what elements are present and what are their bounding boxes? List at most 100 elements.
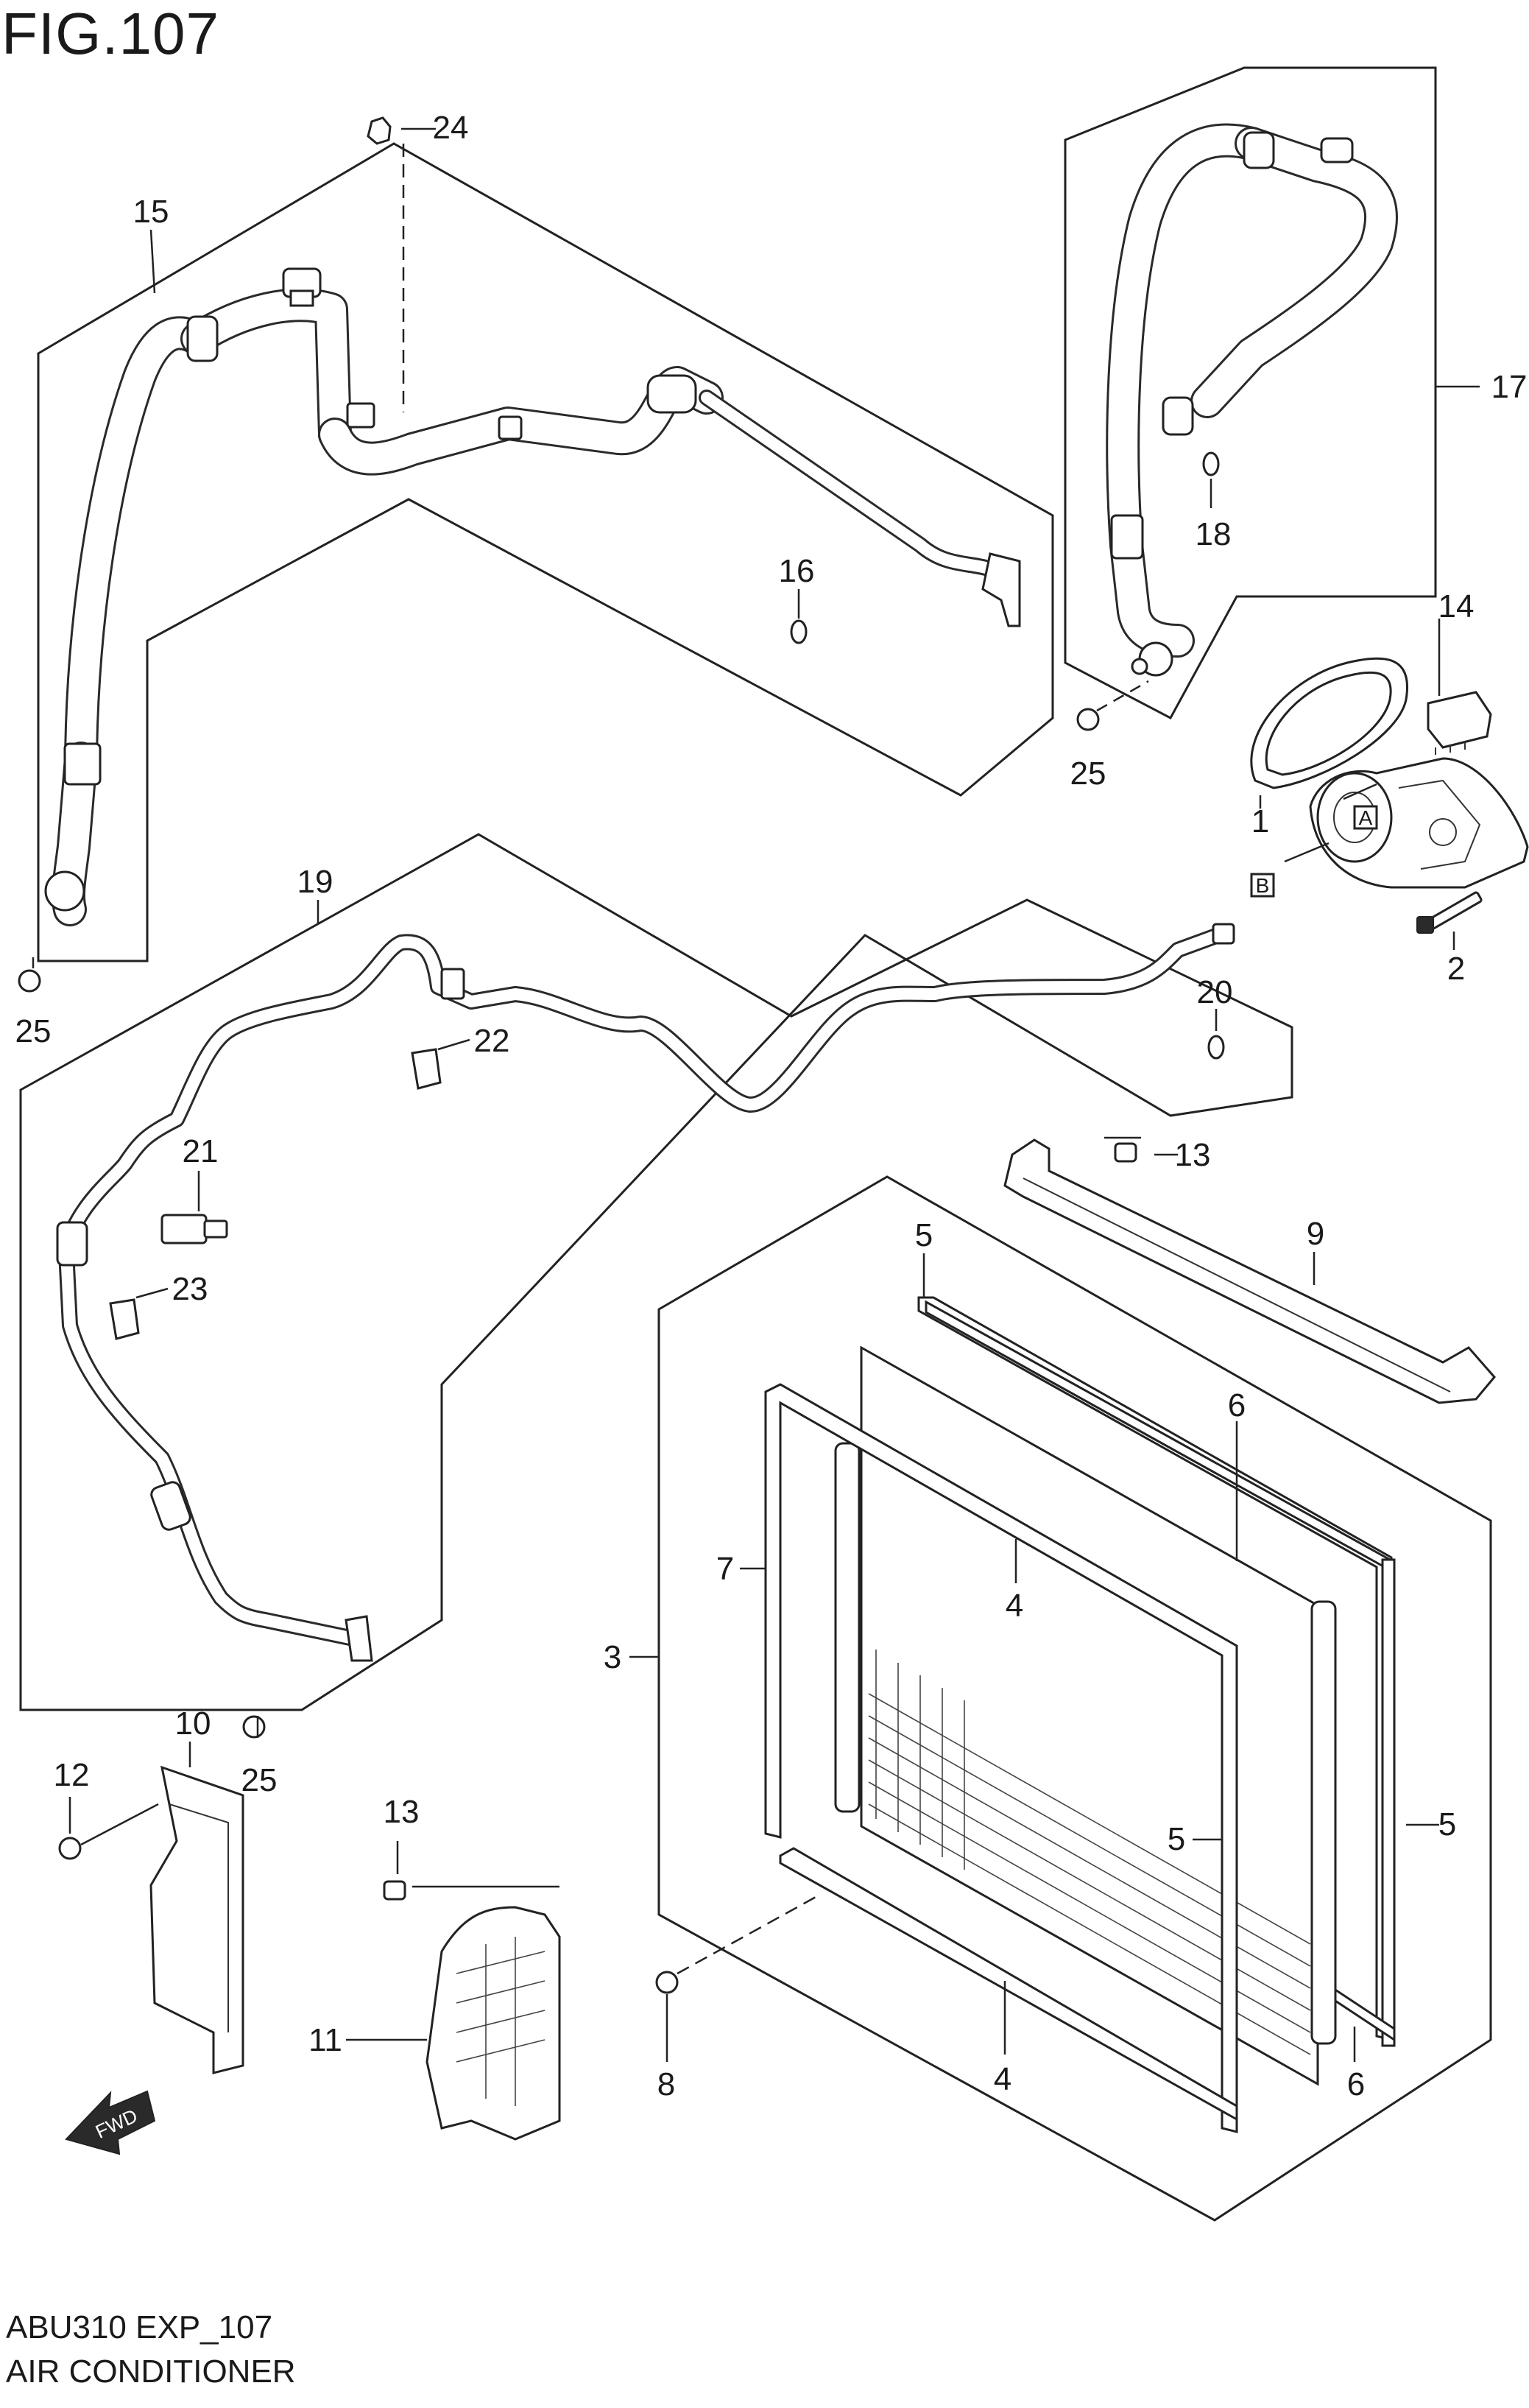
callout-19: 19 xyxy=(297,864,333,900)
pipe-end-block xyxy=(345,1615,373,1662)
fwd-arrow-shape xyxy=(65,2090,156,2155)
seal-6-right xyxy=(1381,1558,1396,2047)
o-ring-20 xyxy=(1207,1035,1225,1060)
leader-a-arrow xyxy=(1343,783,1377,800)
frame-condenser-3 xyxy=(657,1175,1492,2222)
compressor-detail xyxy=(1398,779,1481,870)
condenser-core xyxy=(860,1345,1319,2086)
upper-seal-9 xyxy=(1003,1138,1496,1404)
seal-9-groove xyxy=(1023,1177,1451,1393)
hose-fitting-top xyxy=(1162,396,1194,436)
bracket-11-ribs xyxy=(456,1937,545,2106)
hose-end-block xyxy=(981,552,1021,627)
clamp-23 xyxy=(109,1298,140,1340)
clamp-22 xyxy=(411,1048,442,1090)
hose-sleeve xyxy=(646,374,697,414)
condenser-fins-vertical xyxy=(875,1650,965,1870)
drive-belt-inner xyxy=(1265,671,1392,776)
callout-17: 17 xyxy=(1491,369,1528,405)
callout-11: 11 xyxy=(308,2022,342,2058)
callout-15: 15 xyxy=(133,194,169,230)
callout-6b: 6 xyxy=(1347,2066,1365,2102)
callout-23: 23 xyxy=(172,1271,208,1307)
callout-14: 14 xyxy=(1438,588,1475,624)
suction-hose-17 xyxy=(1106,123,1399,677)
callout-4a: 4 xyxy=(1006,1588,1023,1624)
figure-name: AIR CONDITIONER xyxy=(6,2354,296,2390)
group-frames xyxy=(19,66,1492,2222)
callout-8: 8 xyxy=(657,2066,675,2102)
bracket-10-edge xyxy=(169,1803,229,2032)
service-valve-cap xyxy=(1320,137,1354,163)
o-ring-18 xyxy=(1202,451,1220,476)
callout-20: 20 xyxy=(1197,974,1233,1010)
callout-13b: 13 xyxy=(384,1794,420,1830)
marker-b-box xyxy=(1250,873,1275,898)
leader-15 xyxy=(149,229,156,294)
callout-5a: 5 xyxy=(915,1217,933,1253)
callout-5b: 5 xyxy=(1168,1821,1185,1857)
pressure-switch-21 xyxy=(160,1214,208,1245)
frame-pipe-19 xyxy=(19,833,1293,1711)
hose-sleeve xyxy=(186,315,219,362)
bracket-10 xyxy=(149,1765,244,2074)
compressor-bolt xyxy=(1425,891,1483,931)
clip-13-top xyxy=(1114,1142,1137,1163)
bolt-25-left xyxy=(18,969,41,993)
reference-markers: A B xyxy=(1250,805,1378,898)
hose-sleeve xyxy=(1243,131,1275,169)
leader-23 xyxy=(135,1287,169,1299)
callout-9: 9 xyxy=(1307,1216,1324,1252)
callout-1: 1 xyxy=(1251,803,1269,839)
callout-labels: 1 2 3 4 4 5 5 5 6 6 7 8 9 10 11 12 13 13… xyxy=(15,110,1528,2102)
screw-12 xyxy=(58,1837,82,1860)
pipe-fitting xyxy=(1212,923,1235,945)
switch-thread xyxy=(203,1219,228,1239)
callout-5c: 5 xyxy=(1438,1806,1456,1842)
nut-24 xyxy=(367,116,392,145)
callout-7: 7 xyxy=(716,1551,734,1587)
callout-21: 21 xyxy=(183,1133,219,1169)
leader-12-b xyxy=(80,1803,159,1846)
leader-lines xyxy=(32,127,1480,2062)
leader-22 xyxy=(437,1038,470,1051)
callout-3: 3 xyxy=(604,1639,621,1675)
relay-pins xyxy=(1435,742,1466,755)
callout-2: 2 xyxy=(1447,951,1465,987)
bolt-25-right xyxy=(1076,708,1100,731)
callout-6a: 6 xyxy=(1228,1387,1246,1423)
o-ring-16 xyxy=(790,619,808,644)
condenser-group xyxy=(764,1138,1496,2133)
fitting-hole xyxy=(1131,658,1148,675)
callout-16: 16 xyxy=(779,553,815,589)
figure-code: ABU310 EXP_107 xyxy=(6,2309,273,2345)
figure-title: FIG.107 xyxy=(1,1,220,66)
callout-25-right: 25 xyxy=(1070,756,1106,792)
callout-12: 12 xyxy=(54,1757,90,1793)
frame-hose-15 xyxy=(37,142,1054,962)
leader-25-right xyxy=(1096,680,1149,712)
hose-sleeve xyxy=(1110,514,1144,560)
bolt-25-bottom xyxy=(242,1715,266,1739)
fwd-arrow: FWD xyxy=(65,2090,156,2155)
condenser-left-tank xyxy=(834,1442,861,1813)
callout-10: 10 xyxy=(175,1705,211,1742)
brackets xyxy=(149,1765,561,2141)
leader-8-axis xyxy=(677,1895,818,1975)
seal-4-bottom xyxy=(779,1847,1238,2122)
compressor-group xyxy=(1250,657,1529,934)
condenser-fins xyxy=(868,1693,1311,2055)
callout-4b: 4 xyxy=(994,2061,1011,2097)
callout-18: 18 xyxy=(1196,516,1232,552)
bolt-8 xyxy=(655,1971,679,1994)
callout-25-bottom: 25 xyxy=(241,1762,278,1798)
callout-22: 22 xyxy=(474,1023,510,1059)
compressor-port xyxy=(1429,818,1457,846)
callout-24: 24 xyxy=(433,110,469,146)
hose-sleeve xyxy=(63,742,102,786)
leader-b-arrow xyxy=(1284,842,1330,863)
hose-bracket xyxy=(346,402,375,429)
hose-fitting-bottom xyxy=(44,870,85,912)
pipe-sleeve xyxy=(56,1221,88,1267)
